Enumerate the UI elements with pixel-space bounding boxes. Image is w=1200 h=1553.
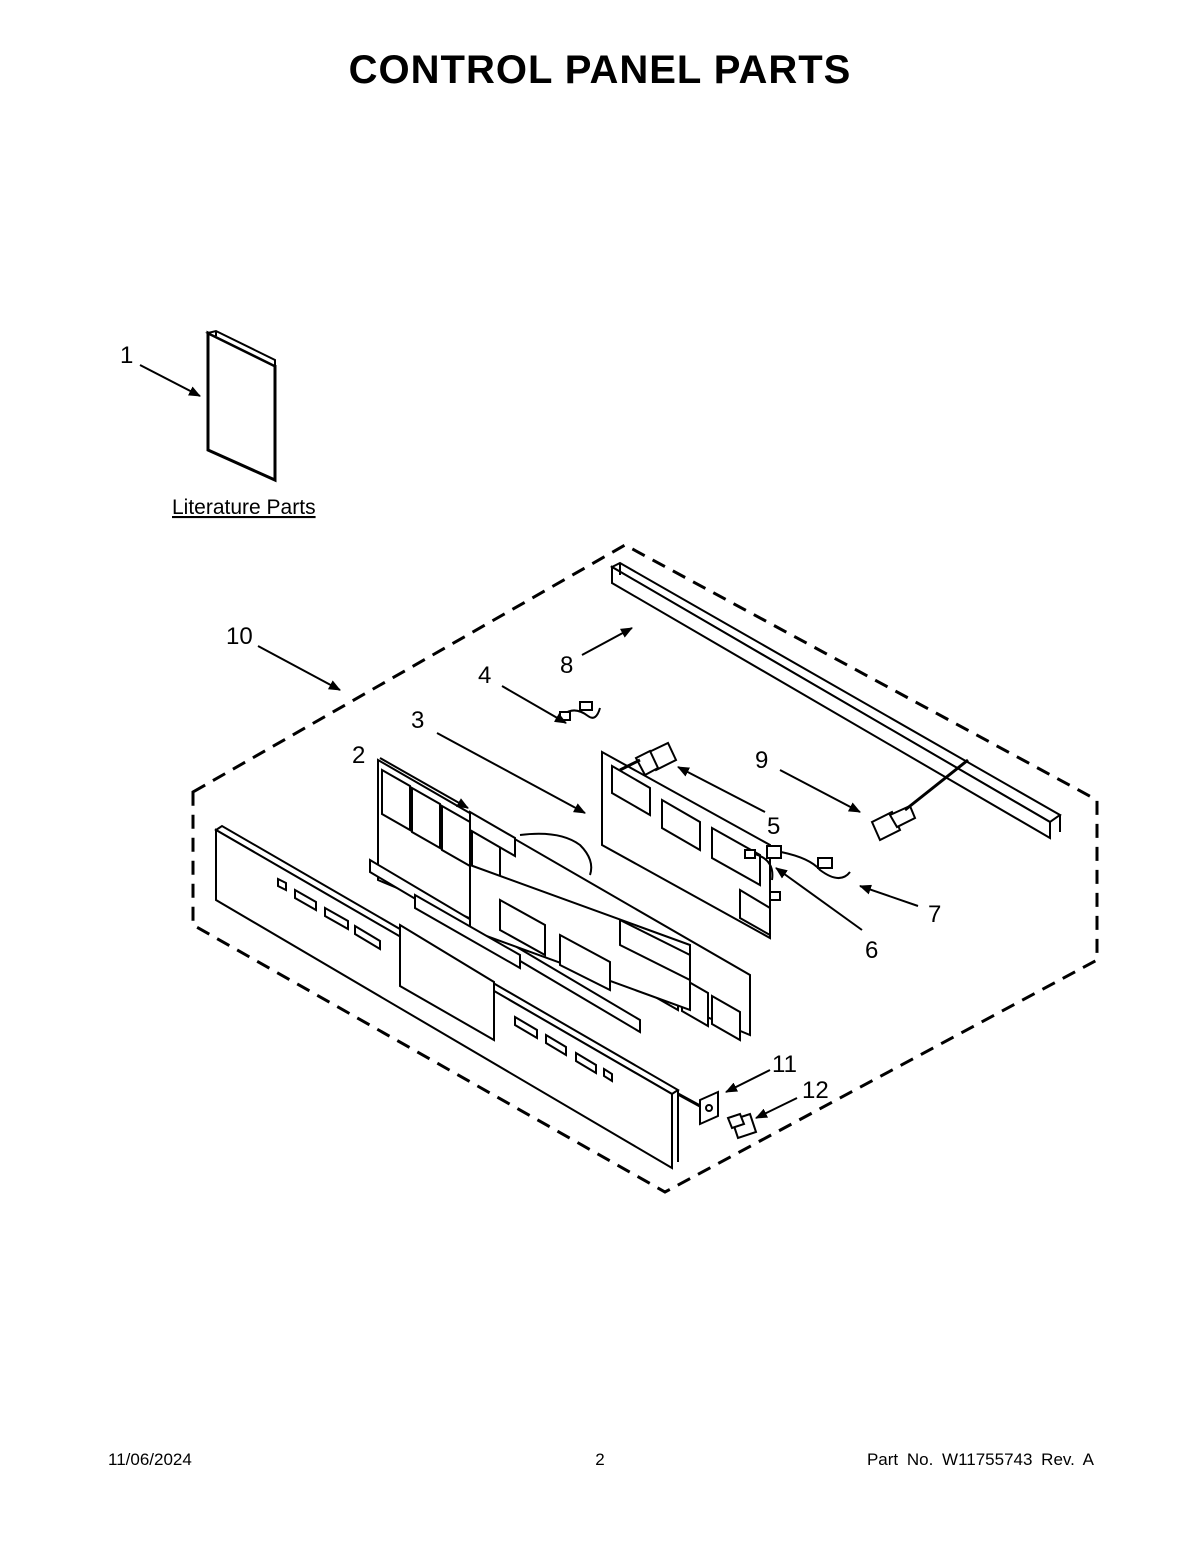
callout-arrows — [139, 364, 919, 1119]
screw-5-icon — [619, 741, 678, 777]
front-panel-glass-icon — [214, 824, 680, 1170]
callout-7: 7 — [928, 901, 941, 928]
wire-harness-4-icon — [559, 701, 601, 721]
main-control-board-icon — [414, 832, 691, 1012]
callout-11: 11 — [772, 1051, 797, 1078]
wire-harness-6-icon — [744, 849, 781, 901]
footer-page-number: 2 — [595, 1450, 605, 1469]
trim-bracket-icon — [609, 561, 1062, 840]
callout-1: 1 — [120, 342, 133, 369]
callout-2: 2 — [352, 742, 365, 769]
callout-8: 8 — [560, 652, 573, 679]
callout-3: 3 — [411, 707, 424, 734]
washer-11-icon — [677, 1090, 719, 1126]
mounting-bracket-icon — [601, 750, 771, 940]
footer-date: 11/06/2024 — [108, 1450, 192, 1469]
callout-4: 4 — [478, 662, 491, 689]
screw-12-icon — [726, 1112, 758, 1140]
callout-10: 10 — [226, 623, 253, 650]
screw-9-icon — [870, 758, 969, 842]
callout-9: 9 — [755, 747, 768, 774]
footer-part-number: Part No. W11755743 Rev. A — [866, 1450, 1094, 1469]
wire-harness-7-icon — [766, 845, 851, 879]
literature-booklet-icon — [205, 329, 277, 483]
literature-parts-label: Literature Parts — [172, 496, 316, 519]
callout-6: 6 — [865, 937, 878, 964]
callout-12: 12 — [802, 1077, 829, 1104]
callout-5: 5 — [767, 813, 780, 840]
page-title: CONTROL PANEL PARTS — [348, 48, 852, 92]
